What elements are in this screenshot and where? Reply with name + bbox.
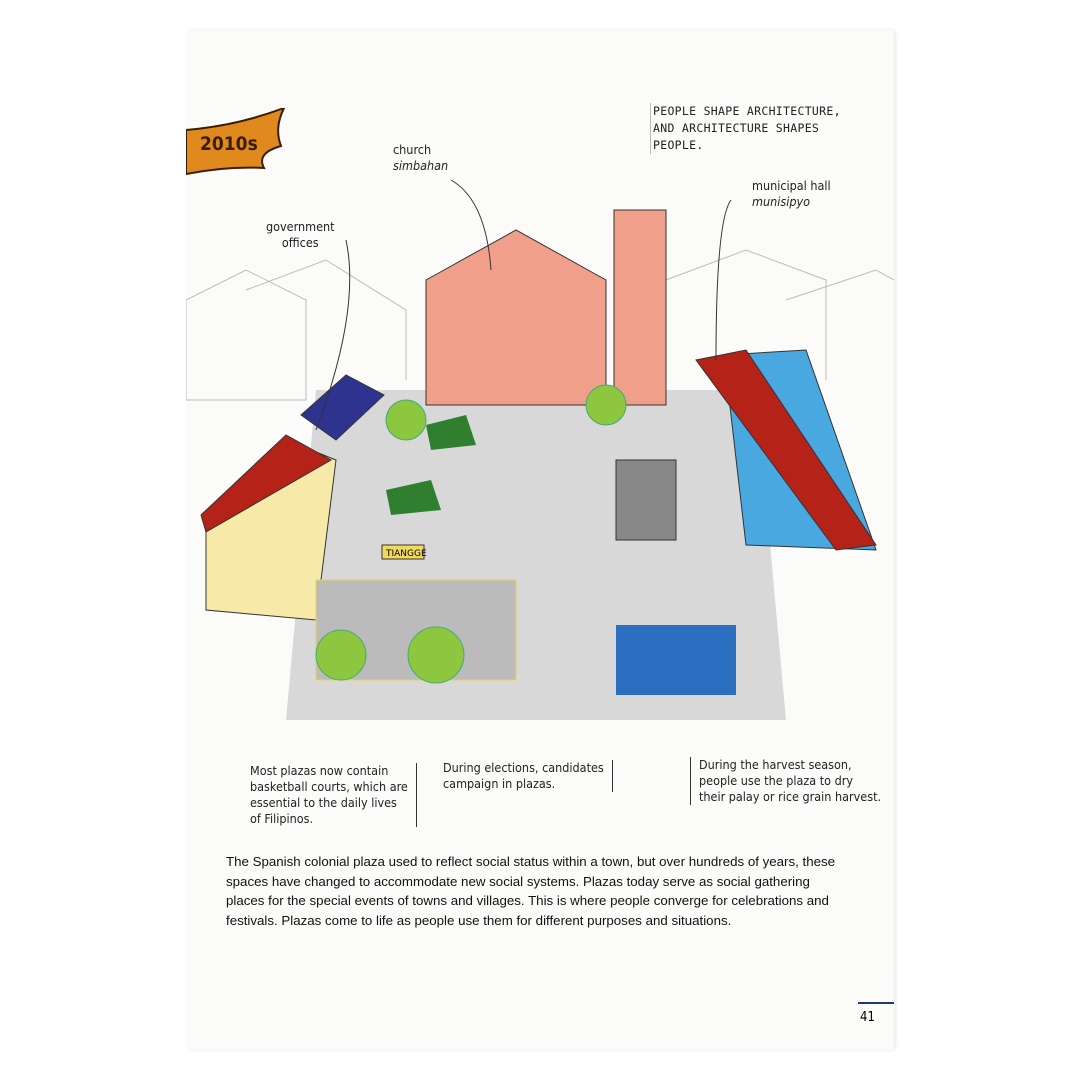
- page-number: 41: [860, 1010, 875, 1025]
- quote: PEOPLE SHAPE ARCHITECTURE, AND ARCHITECT…: [650, 103, 841, 154]
- caption-line: During the harvest season,: [699, 757, 852, 772]
- church-fil: simbahan: [393, 158, 449, 173]
- rice-drying-area: [616, 625, 736, 695]
- trees: [315, 384, 627, 684]
- government-line: offices: [281, 235, 319, 250]
- caption-line: During elections, candidates: [443, 760, 604, 775]
- church: [425, 229, 607, 406]
- decade-banner: [186, 108, 286, 176]
- caption-line: campaign in plazas.: [443, 776, 556, 791]
- bell-tower: [613, 209, 667, 406]
- caption-line: essential to the daily lives: [250, 795, 397, 810]
- church-en: church: [393, 142, 432, 157]
- page-number-rule: [858, 1002, 894, 1004]
- municipal-fil: munisipyo: [752, 194, 810, 209]
- tiangge-sign: TIANGGE: [385, 549, 427, 559]
- decade-label: 2010s: [200, 133, 258, 155]
- market-tents: [386, 415, 476, 515]
- government-line: government: [266, 219, 335, 234]
- quote-line: PEOPLE SHAPE ARCHITECTURE,: [653, 104, 841, 118]
- caption-line: of Filipinos.: [250, 811, 314, 826]
- background-houses: [186, 249, 894, 401]
- quote-line: AND ARCHITECTURE SHAPES: [653, 121, 820, 135]
- body-paragraph: The Spanish colonial plaza used to refle…: [226, 854, 836, 928]
- plaza-illustration: TIANGGE: [186, 179, 894, 720]
- caption-harvest: During the harvest season,people use the…: [690, 757, 881, 805]
- stage: [615, 459, 677, 541]
- quote-line: PEOPLE.: [653, 138, 704, 152]
- caption-line: basketball courts, which are: [250, 779, 408, 794]
- caption-line: their palay or rice grain harvest.: [699, 789, 882, 804]
- caption-line: Most plazas now contain: [250, 763, 389, 778]
- caption-line: people use the plaza to dry: [699, 773, 853, 788]
- municipal-en: municipal hall: [752, 178, 831, 193]
